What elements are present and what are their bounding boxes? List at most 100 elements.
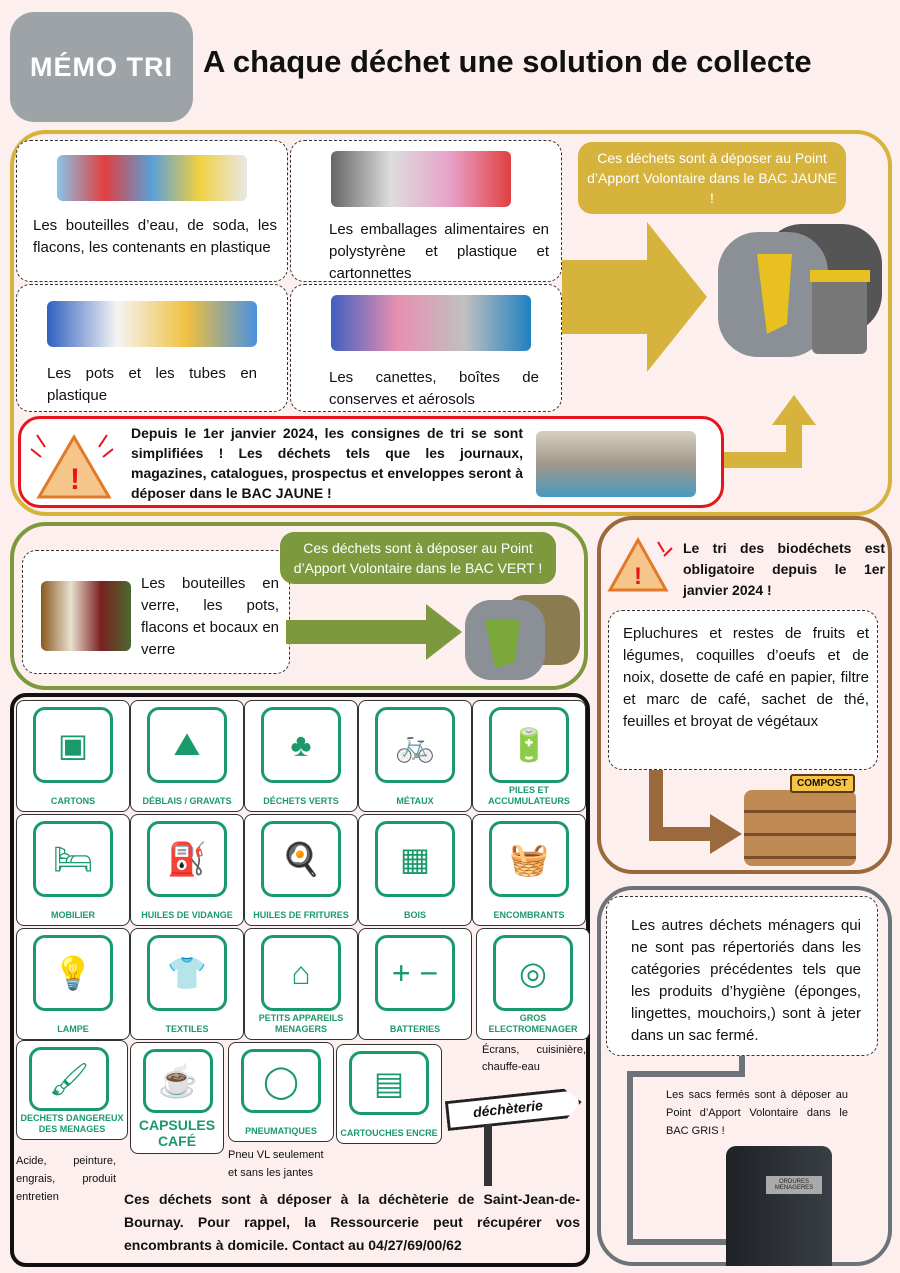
dechetterie-category: ♣ DÉCHETS VERTS	[244, 700, 358, 812]
category-label: PETITS APPAREILS MENAGERS	[258, 1013, 344, 1034]
warning-icon: !	[607, 536, 673, 592]
category-label: PNEUMATIQUES	[245, 1126, 317, 1136]
arrow-to-compost	[649, 770, 742, 854]
category-label: CARTOUCHES ENCRE	[340, 1128, 438, 1138]
category-icon: ♣	[261, 707, 341, 783]
arrow-to-green-bin	[286, 604, 462, 660]
category-label: DÉBLAIS / GRAVATS	[142, 796, 232, 806]
arrow-to-yellow-bin	[562, 222, 707, 372]
newspapers-image	[536, 431, 696, 497]
sign-post	[484, 1124, 492, 1186]
green-bin-section	[10, 522, 588, 690]
category-label: BOIS	[403, 910, 426, 920]
cans-image	[331, 295, 531, 351]
category-label: GROS ELECTROMENAGER	[488, 1013, 578, 1034]
note-dangereux: Acide, peinture, engrais, produit entret…	[16, 1155, 116, 1203]
biowaste-section	[597, 516, 892, 874]
dechetterie-category: ◯PNEUMATIQUES	[228, 1042, 334, 1142]
item-label: Les bouteilles d’eau, de soda, les flaco…	[33, 217, 277, 256]
dechetterie-category: ⛰ DÉBLAIS / GRAVATS	[130, 700, 244, 812]
category-label: MOBILIER	[51, 910, 95, 920]
category-label: TEXTILES	[165, 1024, 209, 1034]
dechetterie-category: 🔋PILES ET ACCUMULATEURS	[472, 700, 586, 812]
category-icon: 💡	[33, 935, 113, 1011]
category-label: CARTONS	[50, 796, 96, 806]
dechetterie-category: 🖌DECHETS DANGEREUX DES MENAGES	[16, 1040, 128, 1140]
warning-text: Depuis le 1er janvier 2024, les consigne…	[131, 425, 523, 501]
svg-text:!: !	[70, 463, 80, 496]
category-icon: ☕	[143, 1049, 213, 1113]
category-icon: ⛰	[147, 707, 227, 783]
category-label: ENCOMBRANTS	[493, 910, 565, 920]
note-gros-electromenager: Écrans, cuisinière, chauffe-eau	[482, 1044, 586, 1073]
category-icon: 🔋	[489, 707, 569, 783]
category-icon: 🧺	[489, 821, 569, 897]
glass-bottles-image	[41, 581, 131, 651]
item-glass: Les bouteilles en verre, les pots, flaco…	[22, 550, 290, 674]
green-bin-callout: Ces déchets sont à déposer au Point d’Ap…	[280, 532, 556, 584]
category-label: HUILES DE FRITURES	[253, 910, 349, 920]
dechetterie-category: + − BATTERIES	[358, 928, 472, 1040]
dechetterie-category: 🍳 HUILES DE FRITURES	[244, 814, 358, 926]
other-waste-text: Les autres déchets ménagers qui ne sont …	[631, 917, 861, 1044]
compost-sign: COMPOST	[790, 774, 855, 793]
yellow-bin-callout: Ces déchets sont à déposer au Point d’Ap…	[578, 142, 846, 214]
arrow-up-to-bin	[724, 395, 816, 468]
biowaste-warning: Le tri des biodéchets est obligatoire de…	[683, 540, 885, 598]
yellow-bin-section	[10, 130, 892, 516]
memo-tri-badge: MÉMO TRI	[10, 12, 193, 122]
dechetterie-category: ▤ CARTOUCHES ENCRE	[336, 1044, 442, 1144]
warning-box: ! Depuis le 1er janvier 2024, les consig…	[18, 416, 724, 508]
dechetterie-category: 🛏MOBILIER	[16, 814, 130, 926]
category-icon: ▣	[33, 707, 113, 783]
compost-bin-image	[744, 790, 856, 866]
category-icon: 🚲	[375, 707, 455, 783]
grey-bin-label: ORDURES MENAGERES	[766, 1176, 822, 1194]
green-bin-image	[465, 595, 580, 680]
yellow-bin-image	[718, 224, 882, 357]
connector-line	[627, 1056, 745, 1245]
dechetterie-category: ▣ CARTONS	[16, 700, 130, 812]
category-icon: 🍳	[261, 821, 341, 897]
category-icon: 🖌	[29, 1047, 109, 1111]
category-label: DECHETS DANGEREUX DES MENAGES	[20, 1113, 124, 1134]
biowaste-text: Epluchures et restes de fruits et légume…	[623, 625, 869, 730]
dechetterie-category: 👕 TEXTILES	[130, 928, 244, 1040]
item-label: Les canettes, boîtes de conserves et aér…	[329, 369, 539, 408]
grey-bin-callout: Les sacs fermés sont à déposer au Point …	[666, 1089, 848, 1137]
dechetterie-category: 🚲MÉTAUX	[358, 700, 472, 812]
category-icon: ⌂	[261, 935, 341, 1011]
category-label: DÉCHETS VERTS	[263, 796, 339, 806]
item-packaging: Les emballages alimentaires en polystyrè…	[290, 140, 562, 282]
grey-bin-image: ORDURES MENAGERES	[726, 1146, 832, 1266]
dechetterie-sign-label: déchèterie	[472, 1097, 544, 1121]
category-icon: + −	[375, 935, 455, 1011]
warning-icon: !	[30, 434, 114, 499]
bottles-image	[57, 155, 247, 201]
other-waste-items: Les autres déchets ménagers qui ne sont …	[606, 896, 878, 1056]
pots-image	[47, 301, 257, 347]
dechetterie-category: 💡 LAMPE	[16, 928, 130, 1040]
category-icon: ▤	[349, 1051, 429, 1115]
item-cans: Les canettes, boîtes de conserves et aér…	[290, 284, 562, 412]
category-label: BATTERIES	[389, 1024, 441, 1034]
category-label: LAMPE	[57, 1024, 89, 1034]
item-label: Les pots et les tubes en plastique	[47, 365, 257, 404]
category-label: CAPSULES CAFÉ	[138, 1117, 216, 1149]
dechetterie-category: ▦ BOIS	[358, 814, 472, 926]
category-label: HUILES DE VIDANGE	[141, 910, 233, 920]
item-label: Les bouteilles en verre, les pots, flaco…	[141, 575, 279, 658]
item-bottles: Les bouteilles d’eau, de soda, les flaco…	[16, 140, 288, 282]
dechetterie-category: 🧺 ENCOMBRANTS	[472, 814, 586, 926]
svg-text:!: !	[634, 563, 642, 590]
item-pots-tubes: Les pots et les tubes en plastique	[16, 284, 288, 412]
packaging-image	[331, 151, 511, 207]
category-icon: 👕	[147, 935, 227, 1011]
dechetterie-footer: Ces déchets sont à déposer à la déchèter…	[124, 1191, 580, 1253]
category-icon: ⛽	[147, 821, 227, 897]
category-icon: ▦	[375, 821, 455, 897]
biowaste-items: Epluchures et restes de fruits et légume…	[608, 610, 878, 770]
dechetterie-category: ◎GROS ELECTROMENAGER	[476, 928, 590, 1040]
item-label: Les emballages alimentaires en polystyrè…	[329, 221, 549, 282]
dechetterie-category: ⛽ HUILES DE VIDANGE	[130, 814, 244, 926]
